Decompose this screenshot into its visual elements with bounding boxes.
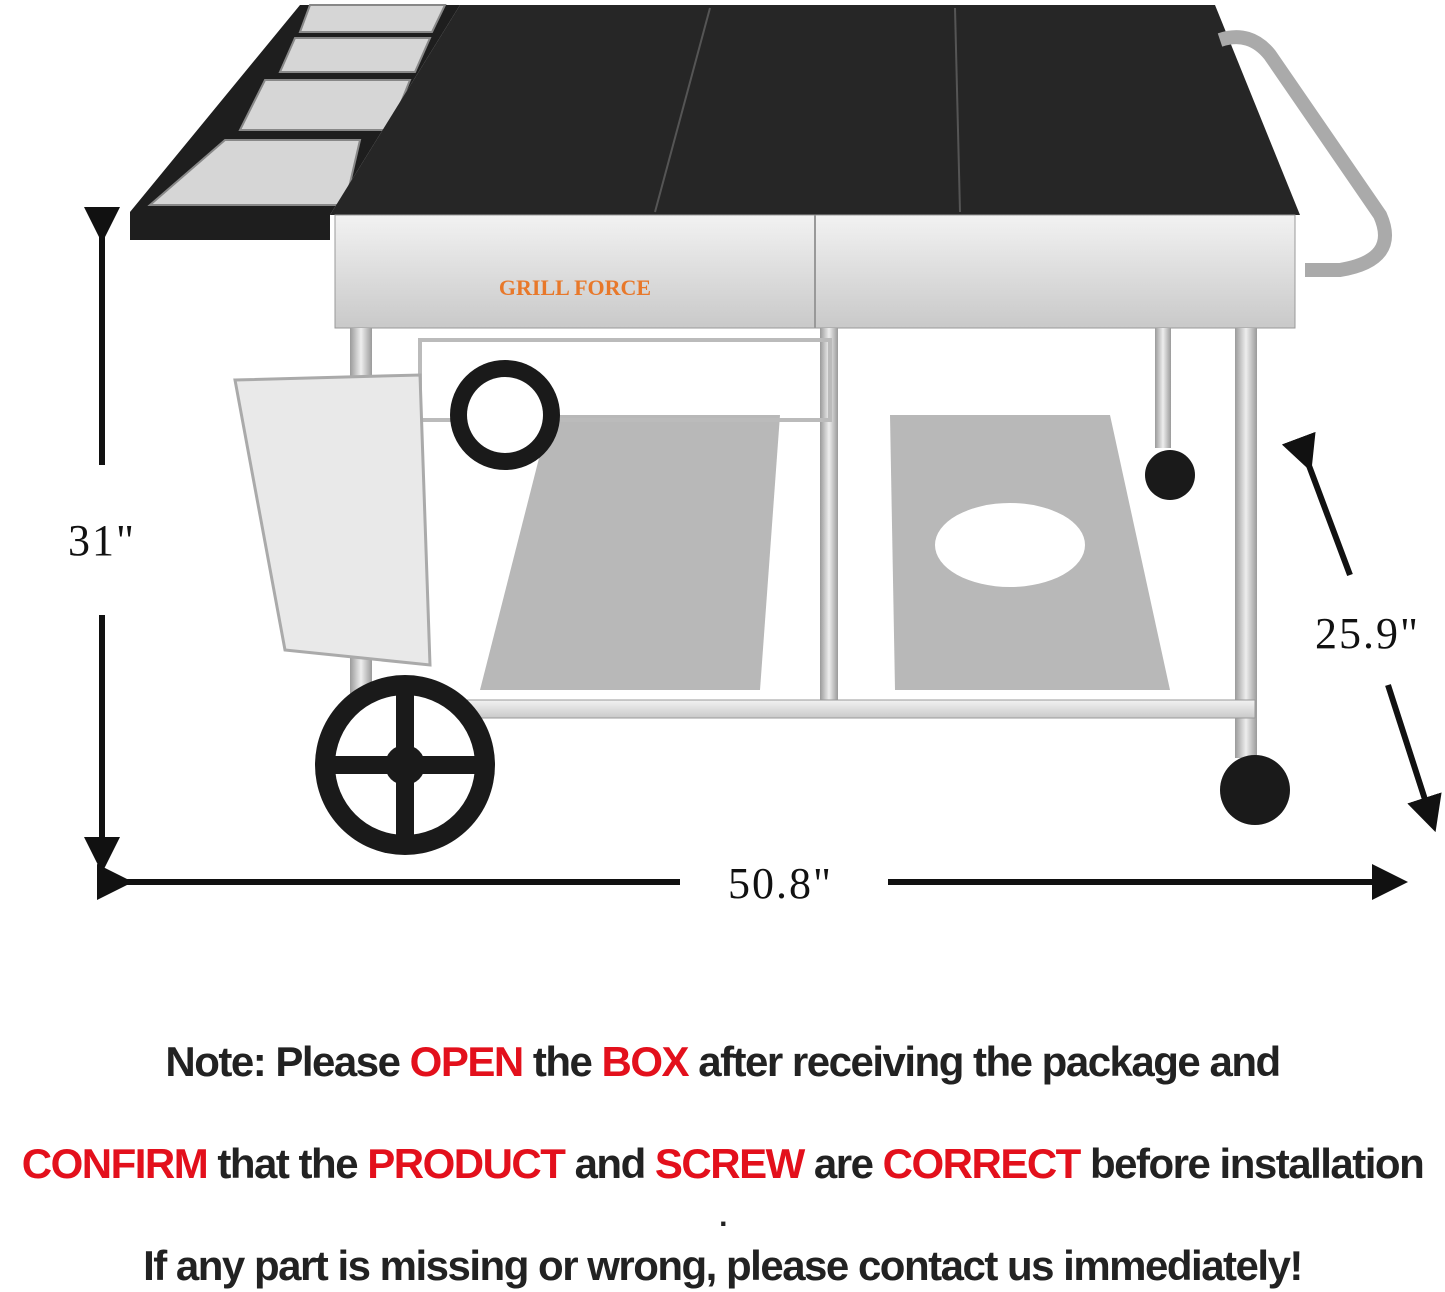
casters — [1145, 450, 1290, 825]
dimension-arrows — [84, 207, 1442, 900]
note-line-2-text: CONFIRM that the PRODUCT and SCREW are C… — [21, 1140, 1425, 1187]
highlight-word: BOX — [601, 1038, 690, 1085]
note-line-2: CONFIRM that the PRODUCT and SCREW are C… — [0, 1140, 1445, 1188]
tank-hole — [935, 503, 1085, 587]
bottom-rail — [354, 699, 1256, 719]
condiment-pans — [147, 4, 447, 206]
note-period: . — [719, 1200, 727, 1233]
big-wheel — [315, 675, 495, 855]
note-text: that the — [207, 1140, 368, 1187]
depth-dimension: 25.9" — [1315, 609, 1420, 658]
highlight-word: PRODUCT — [367, 1140, 566, 1187]
note-line-1-text: Note: Please OPEN the BOX after receivin… — [165, 1038, 1281, 1085]
highlight-word: CONFIRM — [21, 1140, 209, 1187]
note-text: before installation — [1079, 1140, 1425, 1187]
brand-logo: GRILL FORCE — [499, 275, 651, 300]
grill-cart-illustration: GRILL FORCE — [84, 4, 1442, 900]
lower-shelf-left — [480, 415, 780, 690]
highlight-word: SCREW — [654, 1140, 805, 1187]
rear-wheel — [450, 360, 560, 470]
side-rail — [1217, 30, 1392, 277]
note-text: are — [803, 1140, 883, 1187]
note-line-3: If any part is missing or wrong, please … — [0, 1242, 1445, 1290]
note-line-1: Note: Please OPEN the BOX after receivin… — [0, 1038, 1445, 1086]
note-text: the — [522, 1038, 602, 1085]
height-dimension: 31" — [68, 516, 136, 565]
note-text: Note: Please — [165, 1038, 410, 1085]
trash-bin — [233, 373, 432, 667]
note-text: and — [564, 1140, 655, 1187]
griddle-top — [330, 5, 1300, 215]
width-dimension: 50.8" — [728, 859, 833, 908]
highlight-word: CORRECT — [882, 1140, 1082, 1187]
highlight-word: OPEN — [409, 1038, 525, 1085]
note-line-3-text: If any part is missing or wrong, please … — [143, 1242, 1303, 1289]
note-text: after receiving the package and — [688, 1038, 1281, 1085]
